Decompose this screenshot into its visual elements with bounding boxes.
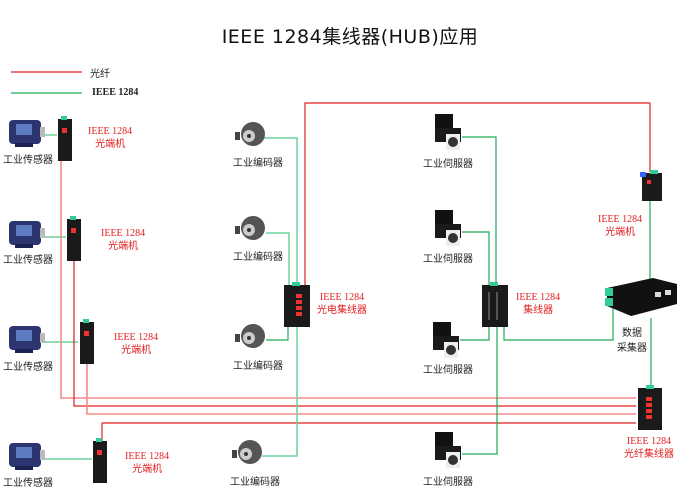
encoder-icon: [235, 324, 265, 348]
fiber-line-3: [86, 362, 636, 415]
servo-label: 工业伺服器: [423, 365, 473, 376]
sensor-label: 工业传感器: [3, 362, 53, 373]
encoder-icon: [232, 440, 262, 464]
fiber-line-2: [73, 260, 636, 407]
optical-hub-icon: [284, 282, 310, 327]
sensor-icon: [9, 120, 45, 147]
fiber-top-loop: [304, 102, 651, 285]
fiber-hub-icon: [638, 385, 662, 430]
converter-icon: [58, 116, 72, 161]
servo-icon: [435, 210, 461, 246]
encoder-label: 工业编码器: [233, 252, 283, 263]
encoder-label: 工业编码器: [233, 361, 283, 372]
servo-icon: [435, 432, 461, 468]
converter-icon: [93, 438, 107, 483]
encoder-label: 工业编码器: [230, 477, 280, 488]
encoder-link-3: [266, 325, 289, 341]
hub-icon: [482, 282, 508, 327]
servo-label: 工业伺服器: [423, 254, 473, 265]
servo-link-2: [462, 231, 490, 285]
servo-link-3: [460, 325, 490, 341]
encoder-icon: [235, 216, 265, 240]
servo-link-1: [462, 136, 497, 285]
sensor-icon: [9, 221, 45, 248]
servo-label: 工业伺服器: [423, 159, 473, 170]
encoder-link-4: [262, 327, 298, 457]
converter-icon: [67, 216, 81, 261]
sensor-icon: [9, 443, 45, 470]
sensor-icon: [9, 326, 45, 353]
sensor-label: 工业传感器: [3, 255, 53, 266]
servo-icon: [435, 114, 461, 150]
legend-fiber-label: 光纤: [90, 69, 110, 80]
encoder-icon: [235, 122, 265, 146]
encoder-label: 工业编码器: [233, 158, 283, 169]
fiber-line-1: [60, 160, 636, 399]
data-collector-icon: [605, 278, 677, 316]
fiber-line-4: [101, 422, 636, 441]
servo-link-4: [462, 327, 498, 455]
sensor-label: 工业传感器: [3, 478, 53, 489]
legend-ieee-label: IEEE 1284: [92, 87, 139, 98]
servo-icon: [433, 322, 459, 358]
encoder-link-1: [258, 137, 298, 285]
encoder-link-2: [266, 232, 290, 285]
servo-label: 工业伺服器: [423, 477, 473, 488]
diagram-title: IEEE 1284集线器(HUB)应用: [221, 26, 479, 48]
data-collector-label: 数据采集器: [617, 328, 647, 354]
converter-icon: [80, 319, 94, 364]
converter-icon: [640, 170, 662, 201]
sensor-label: 工业传感器: [3, 155, 53, 166]
hub-collector-link: [503, 305, 614, 341]
